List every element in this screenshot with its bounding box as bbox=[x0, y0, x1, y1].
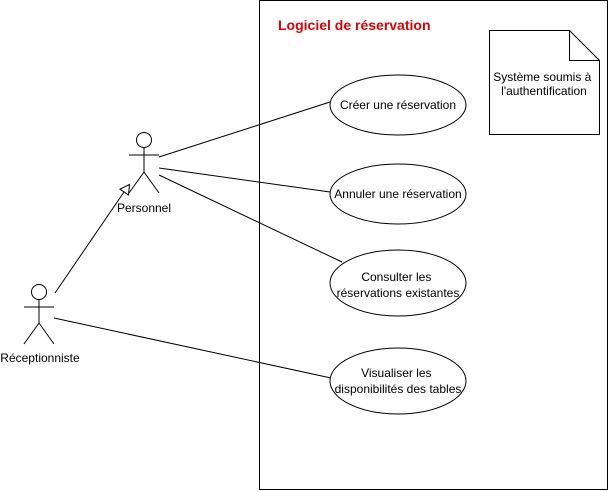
note-line-2: l'authentification bbox=[501, 84, 587, 98]
actor-receptionniste: Réceptionniste bbox=[0, 284, 80, 365]
use-case-consulter: Consulter les réservations existantes bbox=[329, 249, 467, 317]
svg-text:Visualiser les disponibi: Visualiser les disponibilités des tables bbox=[335, 366, 462, 396]
svg-text:Annuler une réservation: Annuler une réservation bbox=[334, 187, 461, 201]
system-title: Logiciel de réservation bbox=[278, 17, 431, 33]
svg-text:Consulter les réservatio: Consulter les réservations existantes bbox=[337, 270, 460, 300]
association-receptionniste-visualiser bbox=[53, 317, 332, 379]
association-personnel-annuler bbox=[158, 167, 331, 193]
svg-text:Système soumis à l'authe: Système soumis à l'authentification bbox=[493, 70, 594, 98]
association-personnel-creer bbox=[158, 101, 331, 158]
note-authentification: Système soumis à l'authentification bbox=[489, 30, 600, 135]
generalization-arrow bbox=[54, 183, 131, 294]
use-case-annuler: Annuler une réservation bbox=[329, 163, 467, 225]
association-personnel-consulter bbox=[158, 174, 343, 263]
actor-personnel: Personnel bbox=[117, 132, 171, 215]
svg-text:Créer une réservation: Créer une réservation bbox=[340, 98, 456, 112]
use-case-visualiser: Visualiser les disponibilités des tables bbox=[329, 347, 467, 415]
actor-label-receptionniste: Réceptionniste bbox=[0, 351, 80, 365]
stick-figure-icon bbox=[23, 284, 55, 345]
use-case-creer: Créer une réservation bbox=[329, 74, 467, 136]
note-line-1: Système soumis à bbox=[493, 70, 591, 84]
stick-figure-icon bbox=[128, 132, 160, 194]
actor-label-personnel: Personnel bbox=[117, 201, 171, 215]
